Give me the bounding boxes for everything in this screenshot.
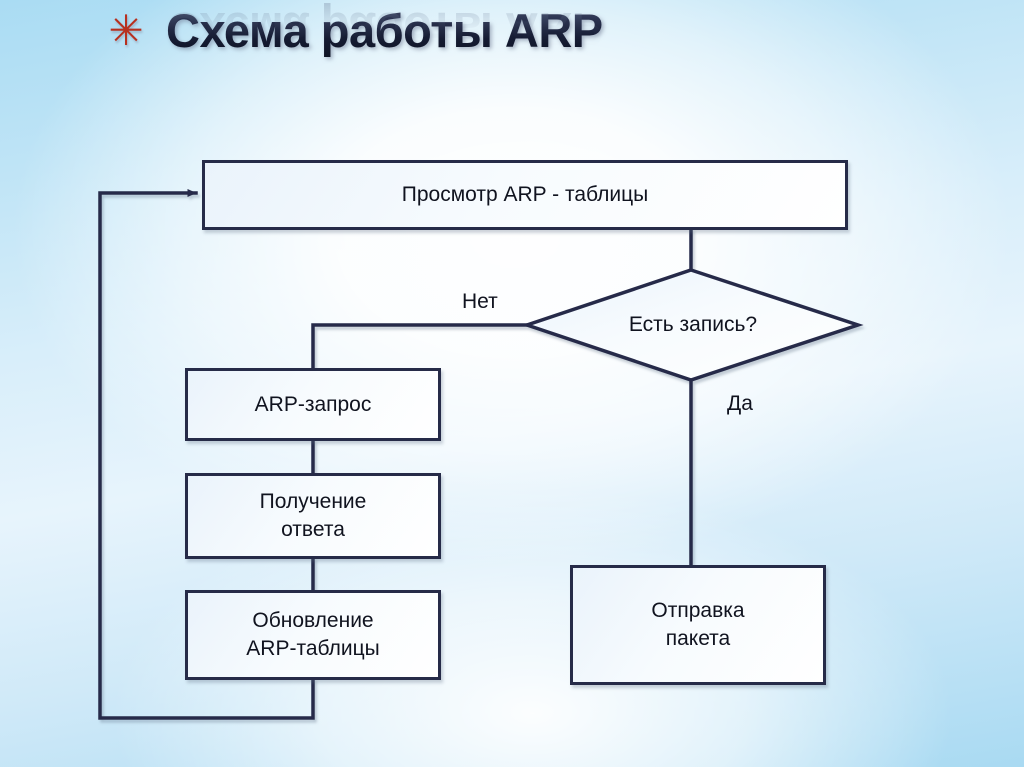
edge-update-loopback-to-view (98, 189, 315, 720)
edge-label-yes: Да (727, 392, 753, 415)
flow-node-label: Обновление ARP-таблицы (246, 607, 379, 663)
page-title: Схема работы ARP (166, 2, 603, 60)
flow-node-view-arp-table[interactable]: Просмотр ARP - таблицы (202, 160, 848, 230)
flow-node-label-line1: Отправка (651, 599, 745, 622)
flow-node-label-line2: ARP-таблицы (246, 637, 380, 660)
edge-no-to-request (311, 323, 529, 370)
flow-node-label: Просмотр ARP - таблицы (401, 183, 649, 206)
flow-node-label-line2: пакета (665, 627, 731, 650)
flow-node-receive-reply[interactable]: Получение ответа (185, 473, 441, 559)
edge-label-no: Нет (462, 290, 498, 313)
flow-node-decision-label: Есть запись? (628, 313, 758, 336)
flow-node-send-packet[interactable]: Отправка пакета (570, 565, 826, 685)
asterisk-icon: ✳ (108, 6, 144, 55)
slide-title-block: ✳ Схема работы ARP Схема работы ARP (104, 2, 824, 98)
flow-node-label-line2: ответа (281, 518, 345, 541)
flow-node-label-line1: Обновление (252, 609, 374, 632)
flow-node-label-line1: Получение (259, 490, 367, 513)
flow-node-update-arp-table[interactable]: Обновление ARP-таблицы (185, 590, 441, 680)
flow-node-arp-request[interactable]: ARP-запрос (185, 368, 441, 441)
flow-node-label: Отправка пакета (651, 597, 744, 653)
flow-node-label: ARP-запрос (254, 392, 372, 416)
flow-node-label: Получение ответа (260, 488, 367, 544)
